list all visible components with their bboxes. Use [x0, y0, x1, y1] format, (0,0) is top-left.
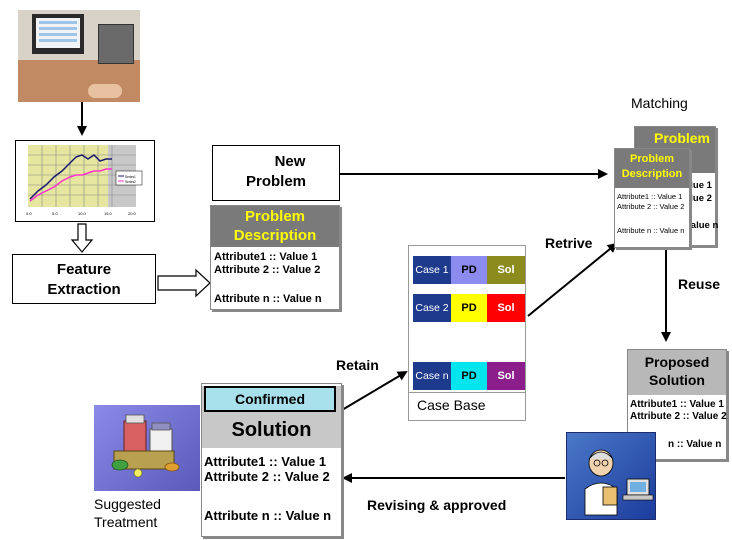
x-tick: 20.0 [128, 211, 137, 216]
legend-series2: Series2 [125, 180, 136, 184]
case-1-pd: PD [451, 256, 487, 284]
legend-series1: Series1 [125, 175, 136, 179]
problem-description-title-line2: Description [233, 227, 317, 244]
problem-description-title-line1: Problem [244, 208, 305, 225]
x-tick: 10.0 [78, 211, 87, 216]
signal-chart: Series1 Series2 0.0 5.0 10.0 15.0 20.0 [15, 140, 155, 222]
feature-extraction-line2: Extraction [47, 281, 121, 298]
case-n-label: Case n [413, 362, 451, 390]
arrow-chart-to-feature [70, 223, 94, 253]
case-row-1: Case 1 PD Sol [413, 256, 525, 284]
proposed-solution-title: Proposed Solution [628, 350, 726, 395]
matching-front-title-line2: Description [621, 168, 683, 180]
confirmed-solution-card: Confirmed Solution Attribute1 :: Value 1… [201, 383, 342, 537]
confirmed-badge: Confirmed [204, 386, 336, 412]
suggested-treatment-caption: Suggested Treatment [94, 495, 161, 531]
matching-front-title: Problem Description [615, 149, 689, 188]
matching-back-attrn: Value n [685, 220, 719, 231]
matching-label: Matching [631, 95, 688, 111]
case-base-label: Case Base [417, 397, 486, 413]
matching-attr1: Attribute1 :: Value 1 [617, 192, 683, 201]
x-tick: 15.0 [104, 211, 113, 216]
problem-attrn: Attribute n :: Value n [214, 293, 322, 305]
confirmed-solution-title: Solution [231, 419, 312, 441]
series1-line [29, 154, 112, 200]
new-problem-line1: New [274, 153, 306, 170]
case-base-caption-box: Case Base [408, 393, 526, 421]
confirmed-solution-header: Confirmed Solution [202, 386, 341, 448]
arrow-feature-to-problem [157, 268, 211, 298]
revising-label: Revising & approved [367, 497, 507, 513]
case-1-label: Case 1 [413, 256, 451, 284]
matching-back-attr1: alue 1 [685, 180, 712, 191]
signal-chart-svg: Series1 Series2 0.0 5.0 10.0 15.0 20.0 [26, 145, 143, 216]
matching-attr2: Attribute 2 :: Value 2 [617, 202, 685, 211]
confirmed-attr1: Attribute1 :: Value 1 [204, 454, 327, 469]
retain-label: Retain [336, 357, 379, 373]
feature-extraction-box: Feature Extraction [12, 254, 156, 304]
problem-attr1: Attribute1 :: Value 1 [214, 251, 318, 263]
workstation-photo [18, 10, 140, 102]
case-2-pd: PD [451, 294, 487, 322]
new-problem-box: New Problem [212, 145, 340, 201]
matching-attrn: Attribute n :: Value n [617, 226, 685, 235]
treatment-clipart [94, 405, 200, 491]
problem-attr2: Attribute 2 :: Value 2 [214, 264, 321, 276]
matching-back-attr2: alue 2 [685, 193, 712, 204]
case-n-sol: Sol [487, 362, 525, 390]
matching-front-card: Problem Description Attribute1 :: Value … [614, 148, 690, 248]
matching-back-title: Problem [653, 130, 710, 146]
problem-description-card: Problem Description Attribute1 :: Value … [210, 205, 340, 310]
case-1-sol: Sol [487, 256, 525, 284]
feature-extraction-line1: Feature [56, 261, 112, 278]
problem-description-title: Problem Description [211, 206, 339, 247]
suggested-line1: Suggested [94, 496, 161, 512]
confirmed-attrn: Attribute n :: Value n [204, 508, 332, 523]
doctor-clipart [566, 432, 656, 520]
suggested-line2: Treatment [94, 514, 158, 530]
retrive-label: Retrive [545, 235, 593, 251]
proposed-solution-title-line1: Proposed [644, 354, 710, 370]
case-2-sol: Sol [487, 294, 525, 322]
arrow-retain [341, 370, 408, 411]
proposed-solution-title-line2: Solution [649, 372, 705, 388]
confirmed-attr2: Attribute 2 :: Value 2 [204, 469, 330, 484]
proposed-attr1: Attribute1 :: Value 1 [630, 399, 724, 410]
case-base-panel: Case 1 PD Sol Case 2 PD Sol Case n PD So… [408, 245, 526, 393]
case-row-2: Case 2 PD Sol [413, 294, 525, 322]
new-problem-line2: Problem [245, 173, 306, 190]
x-tick: 0.0 [26, 211, 32, 216]
case-2-label: Case 2 [413, 294, 451, 322]
arrow-retrive [527, 242, 618, 317]
case-n-pd: PD [451, 362, 487, 390]
proposed-attrn: n :: Value n [668, 439, 722, 450]
series2-line [29, 168, 112, 202]
proposed-attr2: Attribute 2 :: Value 2 [630, 411, 727, 422]
x-tick: 5.0 [52, 211, 58, 216]
matching-front-title-line1: Problem [629, 153, 674, 165]
case-row-n: Case n PD Sol [413, 362, 525, 390]
reuse-label: Reuse [678, 276, 721, 292]
